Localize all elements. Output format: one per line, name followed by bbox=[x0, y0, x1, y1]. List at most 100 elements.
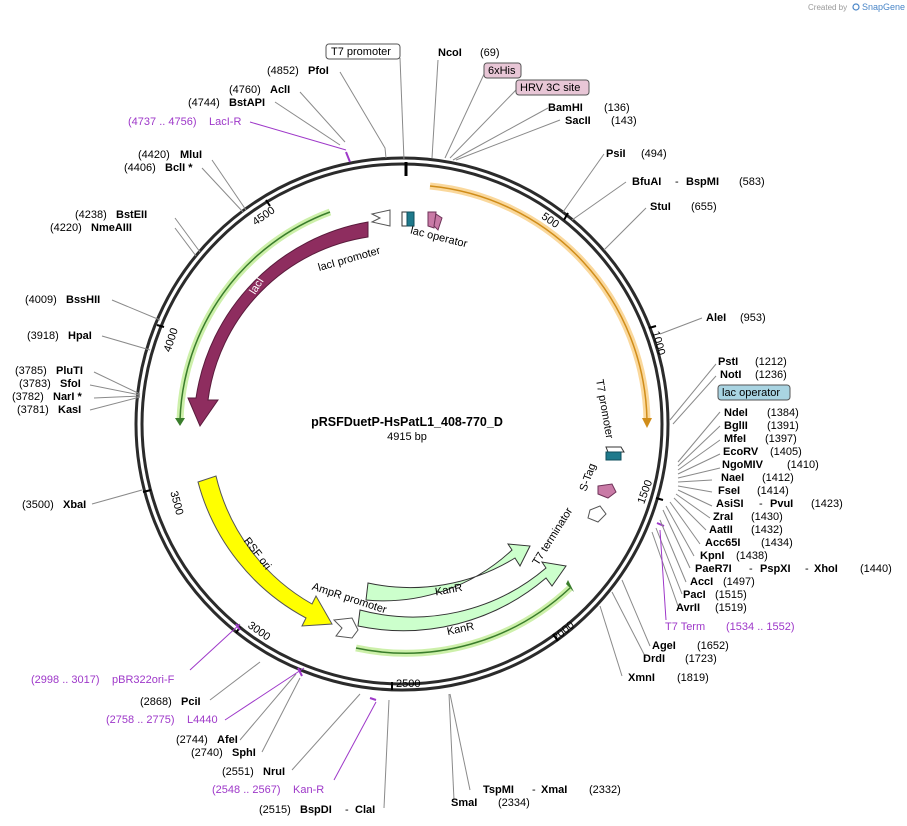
ampr-promoter-arrow[interactable] bbox=[332, 617, 359, 639]
site-pluti-name: PluTI bbox=[56, 365, 83, 377]
site-pcii-name: PciI bbox=[181, 696, 201, 708]
site-ecorv-name: EcoRV bbox=[723, 446, 759, 458]
lac-operator-mark-right[interactable] bbox=[605, 451, 622, 461]
site-afei-pos: (2744) bbox=[176, 734, 208, 746]
rsf-ori-arrow[interactable] bbox=[197, 475, 333, 627]
site-pluti-pos: (3785) bbox=[15, 365, 47, 377]
site-paci-name: PacI bbox=[683, 589, 706, 601]
t7-promoter-arrow[interactable] bbox=[605, 446, 625, 453]
plasmid-size: 4915 bp bbox=[387, 431, 427, 443]
lac-operator-box[interactable] bbox=[717, 384, 791, 401]
site-avrii-pos: (1519) bbox=[715, 602, 747, 614]
s-tag-label: S-Tag bbox=[578, 462, 599, 493]
credit-brand: SnapGene bbox=[862, 2, 905, 12]
primer-l4440-mark bbox=[297, 667, 303, 677]
t7-terminator-arrow[interactable] bbox=[587, 505, 607, 523]
tick-4500 bbox=[265, 199, 271, 207]
site-fsei-pos: (1414) bbox=[757, 485, 789, 497]
site-asisi-pos: (1423) bbox=[811, 498, 843, 510]
site-acc65i-pos: (1434) bbox=[761, 537, 793, 549]
site-bamhi-name: BamHI bbox=[548, 102, 583, 114]
site-kpni-pos: (1438) bbox=[736, 550, 768, 562]
hrv-box[interactable] bbox=[515, 79, 590, 96]
backbone-outer-ring bbox=[134, 156, 670, 692]
laci-region-arrow bbox=[175, 418, 185, 426]
site-xmni-name: XmnI bbox=[628, 672, 655, 684]
tick-3500 bbox=[142, 489, 152, 493]
kanr-outer-arrow[interactable] bbox=[357, 561, 567, 632]
kanr-inner-arrow[interactable] bbox=[365, 543, 531, 602]
t7-promoter-box-label: T7 promoter bbox=[331, 46, 391, 58]
site-drdi-pos: (1723) bbox=[685, 653, 717, 665]
tick-1500 bbox=[655, 497, 664, 501]
site-tspmi-pos: (2332) bbox=[589, 784, 621, 796]
his6-box[interactable] bbox=[483, 62, 522, 79]
site-bstapi-pos: (4744) bbox=[188, 97, 220, 109]
site-bglii-pos: (1391) bbox=[767, 420, 799, 432]
tick-label-2000: 2000 bbox=[550, 619, 576, 644]
kanr-region-arc[interactable] bbox=[355, 587, 571, 654]
site-ngomiv-pos: (1410) bbox=[787, 459, 819, 471]
site-pfoi-pos: (4852) bbox=[267, 65, 299, 77]
primer-laci-r-mark bbox=[345, 151, 351, 163]
site-ndei-name: NdeI bbox=[724, 407, 748, 419]
site-pspxi-name: PspXI bbox=[760, 563, 791, 575]
site-acc65i-name: Acc65I bbox=[705, 537, 740, 549]
laci-gene-arrow[interactable] bbox=[187, 221, 369, 428]
site-xhoi-name: XhoI bbox=[814, 563, 838, 575]
site-stui-name: StuI bbox=[650, 201, 671, 213]
site-sphi-pos: (2740) bbox=[191, 747, 223, 759]
laci-region-arc[interactable] bbox=[179, 211, 331, 421]
site-naei-pos: (1412) bbox=[762, 472, 794, 484]
site-bsshii-name: BssHII bbox=[66, 294, 100, 306]
site-mlui-pos: (4420) bbox=[138, 149, 170, 161]
tick-500 bbox=[563, 212, 569, 221]
primer-kanr-range: (2548 .. 2567) bbox=[212, 784, 281, 796]
site-bcli-pos: (4406) bbox=[124, 162, 156, 174]
hrv-site-mark[interactable] bbox=[433, 213, 443, 231]
site-mfei-name: MfeI bbox=[724, 433, 746, 445]
site-noti-name: NotI bbox=[720, 369, 741, 381]
site-nmeaiii-pos: (4220) bbox=[50, 222, 82, 234]
site-paer7i-sep: - bbox=[749, 563, 753, 575]
site-psii-pos: (494) bbox=[641, 148, 667, 160]
site-pvui-name: PvuI bbox=[770, 498, 793, 510]
expression-region-arc[interactable] bbox=[429, 185, 648, 421]
site-acli-pos: (4760) bbox=[229, 84, 261, 96]
site-ncoi-name: NcoI bbox=[438, 47, 462, 59]
lac-operator-mark-top[interactable] bbox=[406, 211, 415, 227]
site-kasi-name: KasI bbox=[58, 404, 81, 416]
site-sacii-pos: (143) bbox=[611, 115, 637, 127]
site-drui-name: NruI bbox=[263, 766, 285, 778]
s-tag-arrow[interactable] bbox=[597, 483, 617, 499]
site-bamhi-pos: (136) bbox=[604, 102, 630, 114]
site-pcii-pos: (2868) bbox=[140, 696, 172, 708]
site-paci-pos: (1515) bbox=[715, 589, 747, 601]
site-xmai-name: XmaI bbox=[541, 784, 567, 796]
site-kasi-pos: (3781) bbox=[17, 404, 49, 416]
primer-pbr322-range: (2998 .. 3017) bbox=[31, 674, 100, 686]
laci-promoter-arrow[interactable] bbox=[370, 209, 391, 227]
site-acci-name: AccI bbox=[690, 576, 713, 588]
site-acli-name: AclI bbox=[270, 84, 290, 96]
tick-label-4500: 4500 bbox=[250, 204, 277, 228]
site-bfuai-name: BfuAI bbox=[632, 176, 661, 188]
site-psti-pos: (1212) bbox=[755, 356, 787, 368]
t7-promoter-box[interactable] bbox=[325, 43, 401, 60]
site-asisi-name: AsiSI bbox=[716, 498, 744, 510]
primer-l4440-range: (2758 .. 2775) bbox=[106, 714, 175, 726]
site-bfuai-pos: (583) bbox=[739, 176, 765, 188]
site-leader-lines bbox=[89, 57, 721, 809]
site-mlui-name: MluI bbox=[180, 149, 202, 161]
site-smai-pos: (2334) bbox=[498, 797, 530, 809]
site-aatii-name: AatII bbox=[709, 524, 733, 536]
site-bspdi-pos: (2515) bbox=[259, 804, 291, 816]
site-zrai-name: ZraI bbox=[713, 511, 733, 523]
backbone-inner-ring bbox=[140, 162, 664, 686]
site-avrii-name: AvrII bbox=[676, 602, 700, 614]
tick-label-4000: 4000 bbox=[162, 327, 181, 354]
primer-t7term-name: T7 Term bbox=[665, 621, 705, 633]
his6-box-label: 6xHis bbox=[488, 65, 516, 77]
site-bstapi-name: BstAPI bbox=[229, 97, 265, 109]
